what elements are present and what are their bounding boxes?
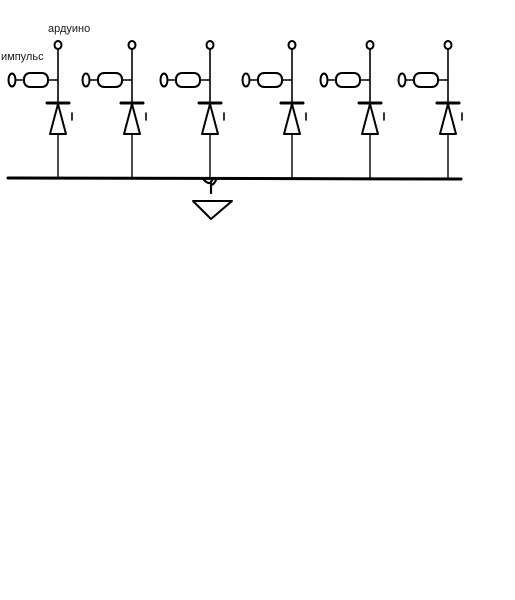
impulse-terminal <box>241 72 251 88</box>
ground-bus-line <box>6 176 463 181</box>
channel-4 <box>241 40 307 179</box>
impulse-terminal <box>319 72 329 88</box>
diode-triangle <box>361 103 379 135</box>
impulse-terminal <box>81 72 91 88</box>
diode-triangle <box>439 103 457 135</box>
diode-triangle <box>201 103 219 135</box>
channel-3 <box>159 40 225 179</box>
ground-symbol <box>192 178 233 220</box>
resistor <box>175 72 201 88</box>
resistor <box>413 72 439 88</box>
arduino-terminal <box>127 40 137 50</box>
impulse-label: импульс <box>1 51 44 63</box>
channel-5 <box>319 40 385 179</box>
ground-connector <box>202 178 218 195</box>
ground-triangle <box>192 200 233 220</box>
impulse-terminal <box>7 72 17 88</box>
resistor <box>97 72 123 88</box>
impulse-terminal <box>159 72 169 88</box>
arduino-label: ардуино <box>48 23 90 35</box>
resistor <box>257 72 283 88</box>
diode-triangle <box>123 103 141 135</box>
channel-1 <box>7 40 73 179</box>
diode-triangle <box>49 103 67 135</box>
diode-triangle <box>283 103 301 135</box>
arduino-terminal <box>205 40 215 50</box>
impulse-terminal <box>397 72 407 88</box>
arduino-terminal <box>443 40 453 50</box>
resistor <box>23 72 49 88</box>
resistor <box>335 72 361 88</box>
channel-6 <box>397 40 463 179</box>
channel-2 <box>81 40 147 179</box>
arduino-terminal <box>365 40 375 50</box>
channel-group <box>7 40 463 179</box>
arduino-terminal <box>287 40 297 50</box>
arduino-terminal <box>53 40 63 50</box>
